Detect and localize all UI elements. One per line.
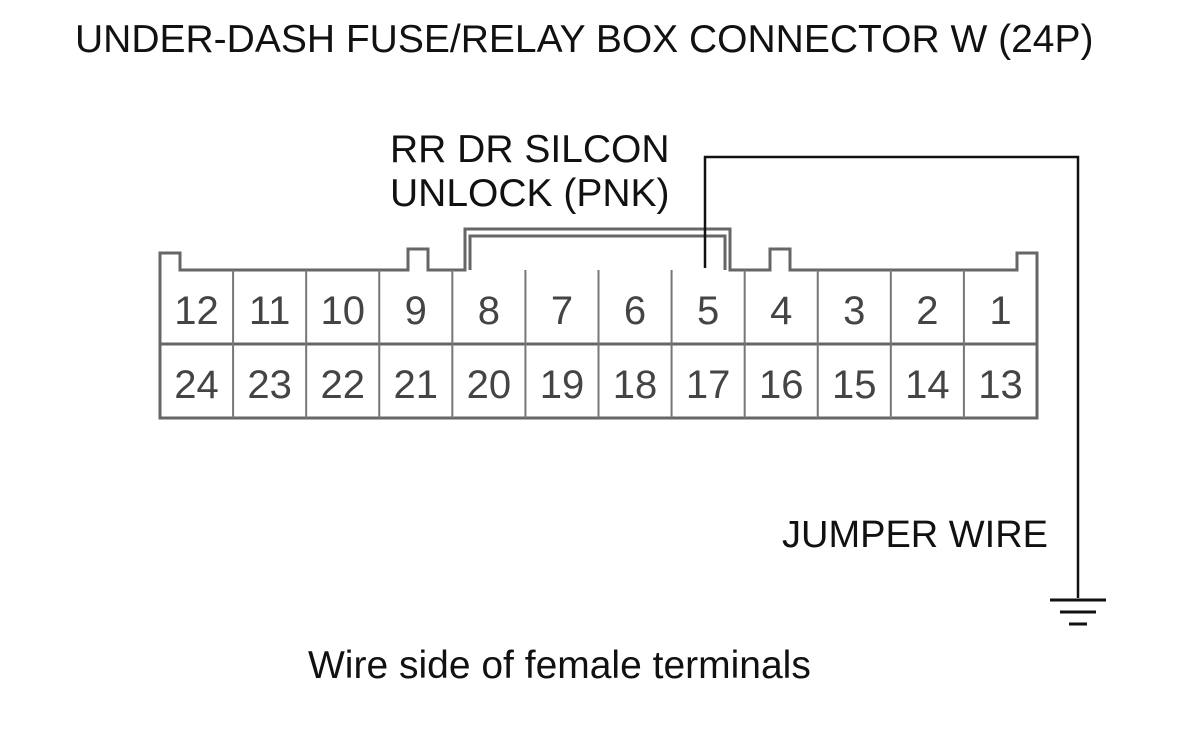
terminal-2: 2 xyxy=(916,289,938,333)
connector-tab-inner xyxy=(468,234,727,270)
connector-housing xyxy=(158,227,1039,420)
terminal-17: 17 xyxy=(686,363,731,407)
terminal-14: 14 xyxy=(905,363,950,407)
terminal-13: 13 xyxy=(978,363,1023,407)
diagram-caption: Wire side of female terminals xyxy=(308,644,811,687)
terminal-20: 20 xyxy=(467,363,512,407)
terminal-6: 6 xyxy=(624,289,646,333)
terminal-23: 23 xyxy=(247,363,292,407)
terminal-10: 10 xyxy=(320,289,365,333)
terminal-21: 21 xyxy=(394,363,439,407)
terminal-11: 11 xyxy=(249,289,291,333)
terminal-15: 15 xyxy=(832,363,877,407)
jumper-wire xyxy=(703,155,1080,598)
terminal-12: 12 xyxy=(174,289,219,333)
wire-label: RR DR SILCON UNLOCK (PNK) xyxy=(390,128,670,216)
wire-label-line2: UNLOCK (PNK) xyxy=(390,172,670,215)
terminal-4: 4 xyxy=(770,289,792,333)
terminal-18: 18 xyxy=(613,363,658,407)
cell-dividers xyxy=(232,270,965,418)
terminal-7: 7 xyxy=(551,289,573,333)
terminal-5: 5 xyxy=(697,289,719,333)
terminal-24: 24 xyxy=(174,363,219,407)
terminal-19: 19 xyxy=(540,363,585,407)
diagram-title: UNDER-DASH FUSE/RELAY BOX CONNECTOR W (2… xyxy=(75,18,1094,61)
terminal-22: 22 xyxy=(320,363,365,407)
terminal-9: 9 xyxy=(405,289,427,333)
ground-icon xyxy=(1050,598,1106,626)
wire-label-line1: RR DR SILCON xyxy=(390,128,670,171)
terminal-16: 16 xyxy=(759,363,804,407)
terminal-1: 1 xyxy=(989,289,1011,333)
terminal-8: 8 xyxy=(478,289,500,333)
terminal-3: 3 xyxy=(843,289,865,333)
jumper-wire-label: JUMPER WIRE xyxy=(782,514,1048,556)
